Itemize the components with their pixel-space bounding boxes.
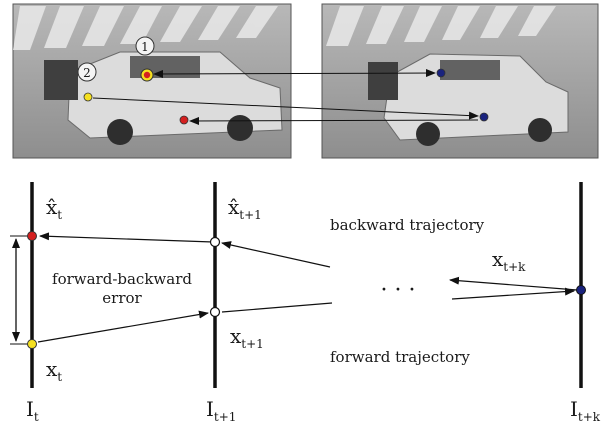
backward-arrow-dots-to-t1: [221, 241, 331, 268]
fb-error-label-line2: error: [102, 289, 142, 307]
forward-arrow-t1-to-dots: [221, 302, 333, 313]
left-frame: [12, 3, 292, 159]
backward-arrow-t1-to-t: [39, 232, 214, 243]
point-xhat-t: [27, 231, 37, 241]
point-x-t: [27, 339, 37, 349]
timeline-label-tk: It+k: [570, 397, 601, 424]
frame-point-2-yellow: [83, 92, 93, 102]
label-x-t1: xt+1: [230, 324, 264, 351]
frame-correspondence-arrows: [92, 69, 479, 125]
left-frame-crosswalk: [13, 6, 278, 50]
svg-text:1: 1: [141, 40, 149, 54]
trajectory-arrows: [37, 232, 578, 343]
frame-point-2-red: [179, 115, 189, 125]
backward-trajectory-label: backward trajectory: [330, 216, 485, 234]
left-car-cargo: [44, 60, 78, 100]
right-frame-crosswalk: [326, 6, 556, 46]
svg-text:2: 2: [83, 66, 91, 80]
frame-point-1-inner: [143, 71, 151, 79]
label-xhat-t: x̂t: [46, 195, 62, 222]
label-x-t: xt: [46, 357, 62, 384]
point-x-tk: [576, 285, 586, 295]
right-frame: [321, 3, 599, 159]
ellipsis-dots: · · ·: [381, 278, 416, 303]
label-x-tk: xt+k: [492, 247, 526, 274]
point-xhat-t1: [209, 236, 221, 248]
frame-point-1-blue: [436, 68, 446, 78]
timeline-label-t1: It+1: [206, 397, 236, 424]
forward-trajectory-label: forward trajectory: [330, 348, 470, 366]
forward-arrow-dots-to-tk: [451, 287, 575, 300]
backward-arrow-tk-to-dots: [449, 276, 578, 291]
right-car-cargo: [368, 62, 398, 100]
marker-1: 1: [135, 36, 155, 56]
marker-2: 2: [77, 62, 97, 82]
label-xhat-t1: x̂t+1: [228, 195, 262, 222]
point-x-t1: [209, 306, 221, 318]
fb-error-arrow: [10, 235, 28, 345]
fb-error-label-line1: forward-backward: [52, 270, 192, 288]
timeline-label-t: It: [26, 397, 39, 424]
frame-point-2-blue: [479, 112, 489, 122]
forward-arrow-t-to-t1: [37, 310, 209, 343]
